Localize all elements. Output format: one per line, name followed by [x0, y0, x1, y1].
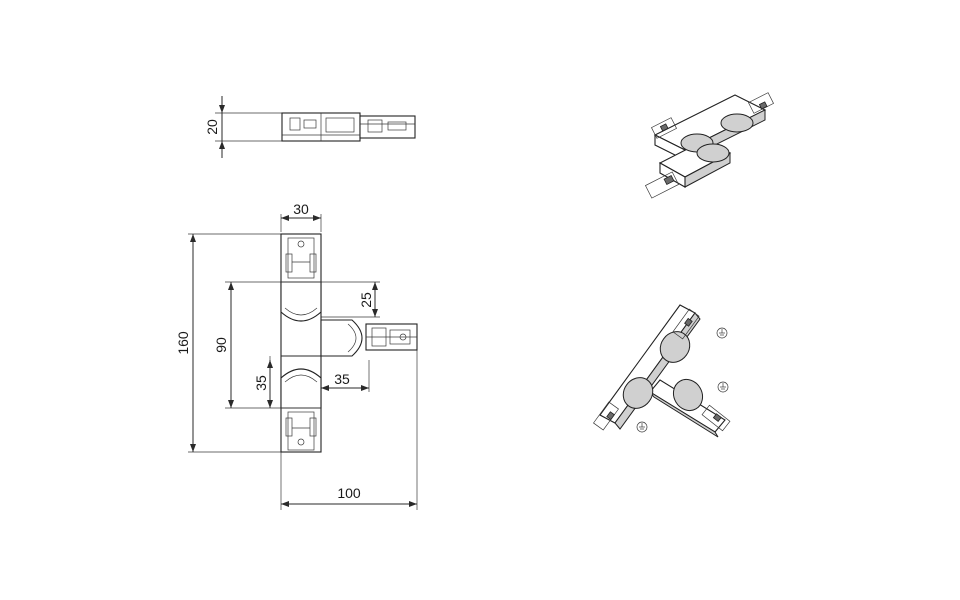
side-view: 20 — [204, 96, 416, 158]
branch-offset-label: 25 — [358, 292, 374, 308]
earth-symbol-icon — [716, 327, 728, 339]
isometric-view-bottom — [593, 304, 731, 438]
side-height-label: 20 — [204, 119, 220, 135]
lower-gap-label: 35 — [253, 375, 269, 391]
earth-symbol-icon — [636, 421, 648, 433]
earth-symbol-icon — [717, 381, 729, 393]
isometric-view-top — [644, 92, 774, 199]
inner-span-label: 90 — [213, 337, 229, 353]
plan-view: 30 160 90 25 35 35 100 — [175, 201, 418, 510]
total-height-label: 160 — [175, 331, 191, 355]
arm-width-label: 30 — [293, 201, 309, 217]
branch-length-label: 35 — [334, 371, 350, 387]
total-width-label: 100 — [337, 485, 361, 501]
